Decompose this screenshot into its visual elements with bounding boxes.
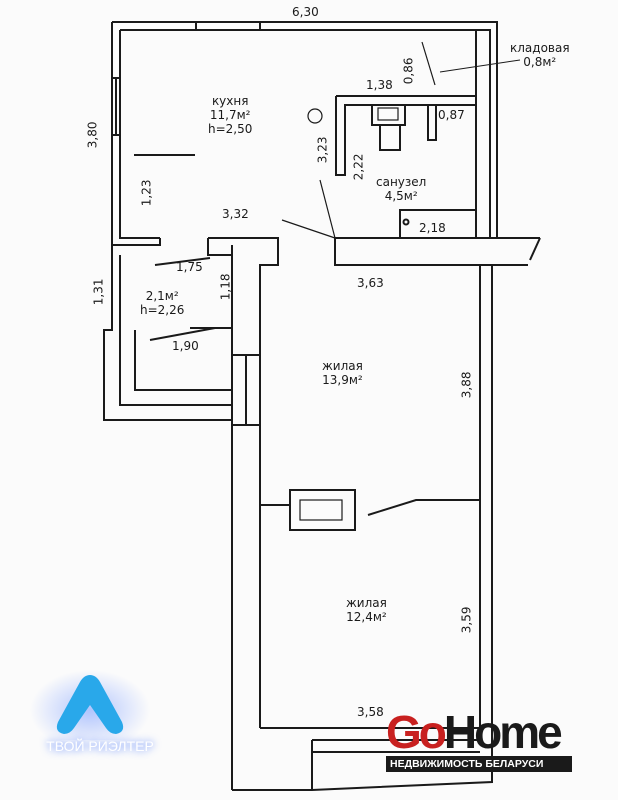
wall-kitchen-left <box>111 22 161 246</box>
dim-small-width: 1,75 <box>176 260 203 274</box>
logo-mark-icon <box>30 670 150 740</box>
dim-bath-left-outer: 3,23 <box>315 136 330 164</box>
dim-living2-bottom: 3,58 <box>357 705 384 719</box>
dim-living1-top: 3,63 <box>357 276 384 290</box>
dim-living2-right: 3,59 <box>459 606 474 634</box>
wall-small-room <box>103 245 232 421</box>
wall-right <box>479 265 493 735</box>
dim-small-left: 1,31 <box>91 278 106 306</box>
logo-tvoy-rieltor: ТВОЙ РИЭЛТЕР <box>30 670 170 770</box>
logo-gohome-subtitle: НЕДВИЖИМОСТЬ БЕЛАРУСИ <box>386 756 572 772</box>
wall-middle <box>334 237 541 266</box>
window-living <box>232 354 260 426</box>
vent-icon <box>299 499 343 521</box>
bath-door <box>281 179 336 239</box>
dim-closet: 0,86 <box>401 57 416 85</box>
dim-bath-left-inner: 2,22 <box>351 153 366 181</box>
dim-kitchen-bottom: 3,32 <box>222 207 249 221</box>
dim-kitchen-inner: 1,23 <box>139 179 154 207</box>
leader-line <box>439 59 521 73</box>
window-kitchen <box>112 77 120 136</box>
dim-bath-bottom: 2,18 <box>419 221 446 235</box>
logo-gohome: GoHome НЕДВИЖИМОСТЬ БЕЛАРУСИ <box>386 709 572 772</box>
wall-bottom <box>232 727 493 791</box>
closet-door <box>421 41 436 86</box>
dim-kitchen-left: 3,80 <box>85 121 100 149</box>
logo-home-text: Home <box>443 706 563 758</box>
bath-tub <box>399 209 477 238</box>
dim-bath-top: 1,38 <box>366 78 393 92</box>
logo-go-text: Go <box>386 706 447 758</box>
wall-bath <box>335 95 476 176</box>
dim-living1-right: 3,88 <box>459 371 474 399</box>
dim-bath-right: 0,87 <box>438 108 465 122</box>
logo-tvoy-rieltor-text: ТВОЙ РИЭЛТЕР <box>46 738 154 754</box>
dim-top: 6,30 <box>292 5 319 19</box>
bath-fixture <box>371 105 406 151</box>
vent-icon <box>377 107 399 121</box>
window-top <box>195 22 261 30</box>
bath-pillar <box>427 105 437 141</box>
dim-small-bottom: 1,90 <box>172 339 199 353</box>
gas-icon <box>307 108 323 124</box>
drain-icon <box>402 218 410 226</box>
partition <box>260 499 480 516</box>
wall-living-left <box>207 237 279 790</box>
chimney-block <box>289 489 356 531</box>
dim-small-inner: 1,18 <box>218 273 233 301</box>
wall-top-right <box>112 21 498 238</box>
